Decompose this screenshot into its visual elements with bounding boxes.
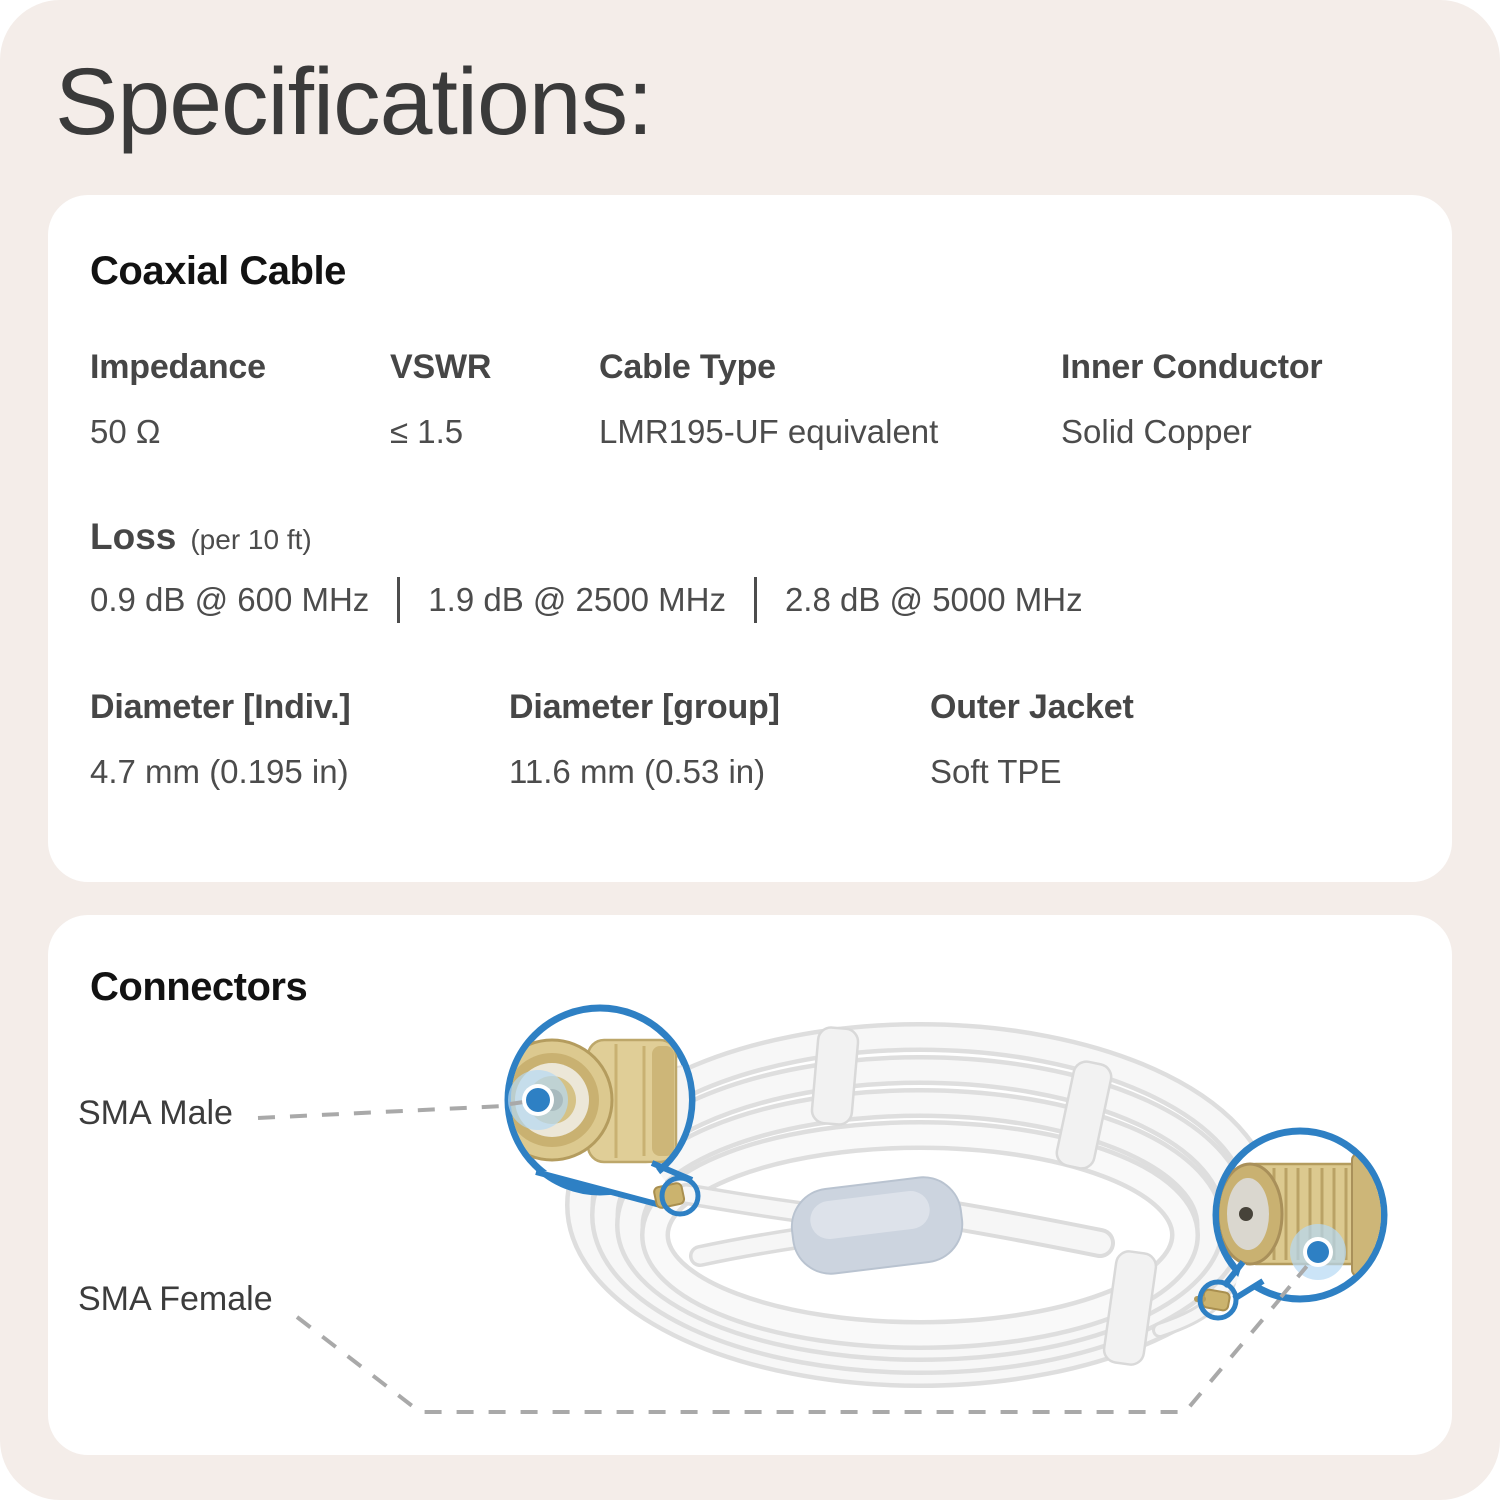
spec-inner-conductor: Inner Conductor Solid Copper	[1061, 347, 1323, 451]
spec-label-impedance: Impedance	[90, 348, 266, 386]
loss-values: 0.9 dB @ 600 MHz 1.9 dB @ 2500 MHz 2.8 d…	[90, 577, 1083, 624]
sma-male-label: SMA Male	[78, 1094, 233, 1132]
spec-label-inner-conductor: Inner Conductor	[1061, 348, 1323, 386]
spec-label-diameter-indiv: Diameter [Indiv.]	[90, 688, 351, 726]
spec-label-vswr: VSWR	[390, 348, 492, 386]
spec-label-outer-jacket: Outer Jacket	[930, 688, 1134, 726]
sma-female-label: SMA Female	[78, 1280, 273, 1318]
loss-value-600mhz: 0.9 dB @ 600 MHz	[90, 581, 370, 619]
coaxial-cable-card: Coaxial Cable Impedance 50 Ω VSWR ≤ 1.5 …	[48, 195, 1452, 882]
spec-label-diameter-group: Diameter [group]	[509, 688, 780, 726]
spec-diameter-indiv: Diameter [Indiv.] 4.7 mm (0.195 in)	[90, 687, 351, 791]
loss-value-2500mhz: 1.9 dB @ 2500 MHz	[428, 581, 726, 619]
page-title: Specifications:	[55, 49, 654, 155]
spec-vswr: VSWR ≤ 1.5	[390, 347, 491, 451]
spec-diameter-group: Diameter [group] 11.6 mm (0.53 in)	[509, 687, 780, 791]
connectors-heading: Connectors	[90, 965, 308, 1009]
spec-value-inner-conductor: Solid Copper	[1061, 412, 1252, 450]
spec-value-impedance: 50 Ω	[90, 412, 161, 450]
spec-cable-type: Cable Type LMR195-UF equivalent	[599, 347, 938, 451]
loss-value-5000mhz: 2.8 dB @ 5000 MHz	[784, 581, 1083, 619]
loss-label: Loss	[90, 516, 177, 557]
spec-value-outer-jacket: Soft TPE	[930, 752, 1062, 790]
coaxial-cable-heading: Coaxial Cable	[90, 249, 346, 293]
spec-value-cable-type: LMR195-UF equivalent	[599, 412, 939, 450]
loss-note: (per 10 ft)	[190, 524, 312, 555]
spec-value-diameter-group: 11.6 mm (0.53 in)	[509, 752, 766, 790]
spec-loss: Loss (per 10 ft) 0.9 dB @ 600 MHz 1.9 dB…	[90, 515, 1083, 624]
spec-impedance: Impedance 50 Ω	[90, 347, 266, 451]
spec-value-vswr: ≤ 1.5	[390, 412, 464, 450]
loss-title-line: Loss (per 10 ft)	[90, 515, 1083, 559]
spec-value-diameter-indiv: 4.7 mm (0.195 in)	[90, 752, 349, 790]
connectors-card: Connectors SMA Male SMA Female	[48, 915, 1452, 1455]
divider	[753, 577, 757, 624]
divider	[397, 577, 401, 624]
spec-outer-jacket: Outer Jacket Soft TPE	[930, 687, 1134, 791]
spec-label-cable-type: Cable Type	[599, 348, 776, 386]
